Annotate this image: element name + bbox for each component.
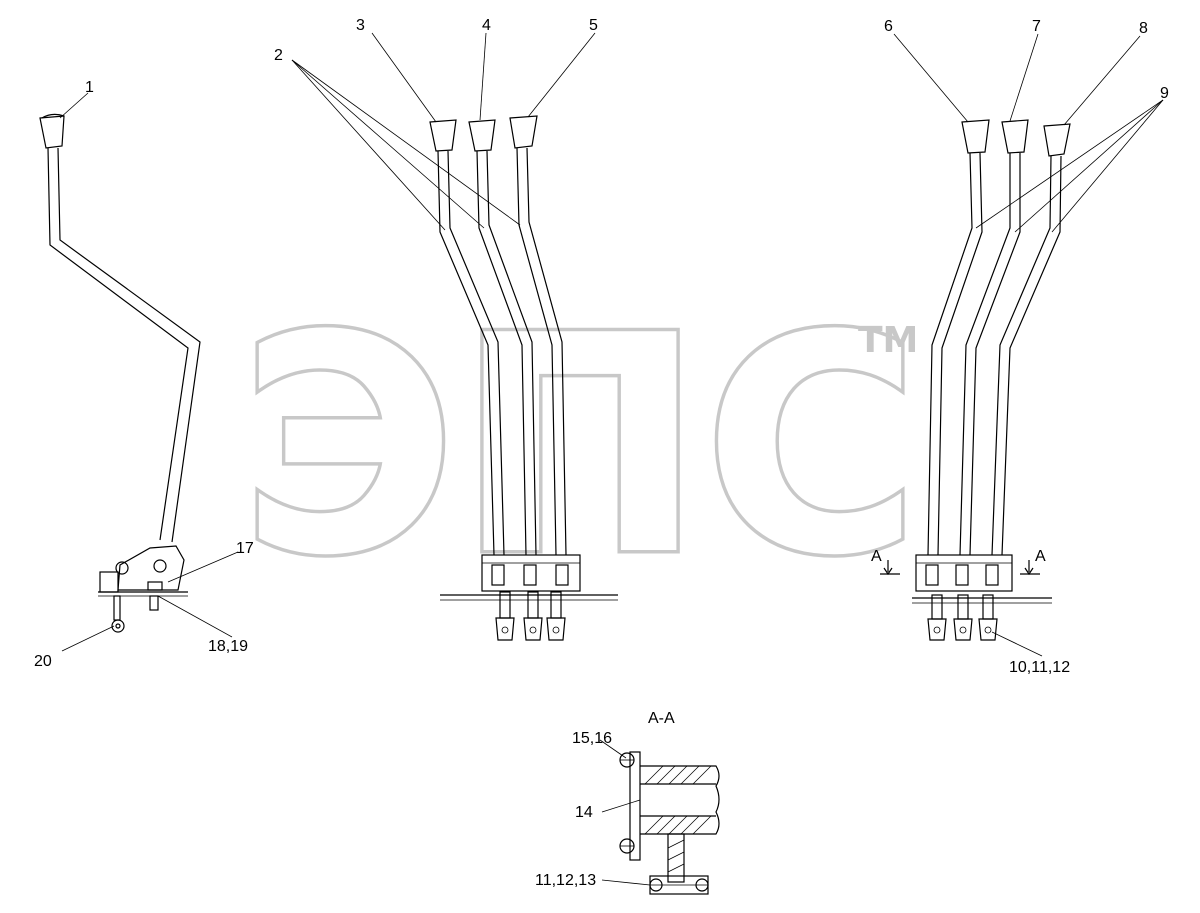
- callout-14: 14: [575, 804, 593, 821]
- callout-7: 7: [1032, 18, 1041, 35]
- callout-2: 2: [274, 47, 283, 64]
- callout-10-11-12: 10,11,12: [1009, 659, 1070, 676]
- callout-18-19: 18,19: [208, 638, 248, 655]
- section-title: A-A: [648, 710, 675, 727]
- hatch-bottom: [644, 815, 712, 835]
- clevis-set-right: [927, 594, 998, 641]
- callouts: 1 2 3 4 5 6 7 8 9 17 18,19 20 10,11,12 A…: [34, 17, 1169, 889]
- callout-4: 4: [482, 17, 491, 34]
- callout-11-12-13: 11,12,13: [535, 872, 596, 889]
- right-lever-group: [880, 119, 1071, 641]
- callout-3: 3: [356, 17, 365, 34]
- hatch-top: [644, 765, 712, 785]
- single-lever: [39, 113, 201, 633]
- callout-5: 5: [589, 17, 598, 34]
- clevis-set-middle: [495, 591, 566, 641]
- leader-lines: [59, 32, 1164, 886]
- watermark-logo: ЭПС: [240, 272, 920, 621]
- callout-15-16: 15,16: [572, 730, 612, 747]
- callout-17: 17: [236, 540, 254, 557]
- watermark-trademark: TM: [858, 320, 918, 361]
- callout-6: 6: [884, 18, 893, 35]
- section-marker-left: A: [871, 548, 882, 565]
- callout-1: 1: [85, 79, 94, 96]
- middle-lever-group: [429, 115, 618, 641]
- section-marker-right: A: [1035, 548, 1046, 565]
- callout-9: 9: [1160, 85, 1169, 102]
- section-a-a: [619, 751, 720, 895]
- callout-20: 20: [34, 653, 52, 670]
- callout-8: 8: [1139, 20, 1148, 37]
- watermark: ЭПС TM: [237, 269, 924, 625]
